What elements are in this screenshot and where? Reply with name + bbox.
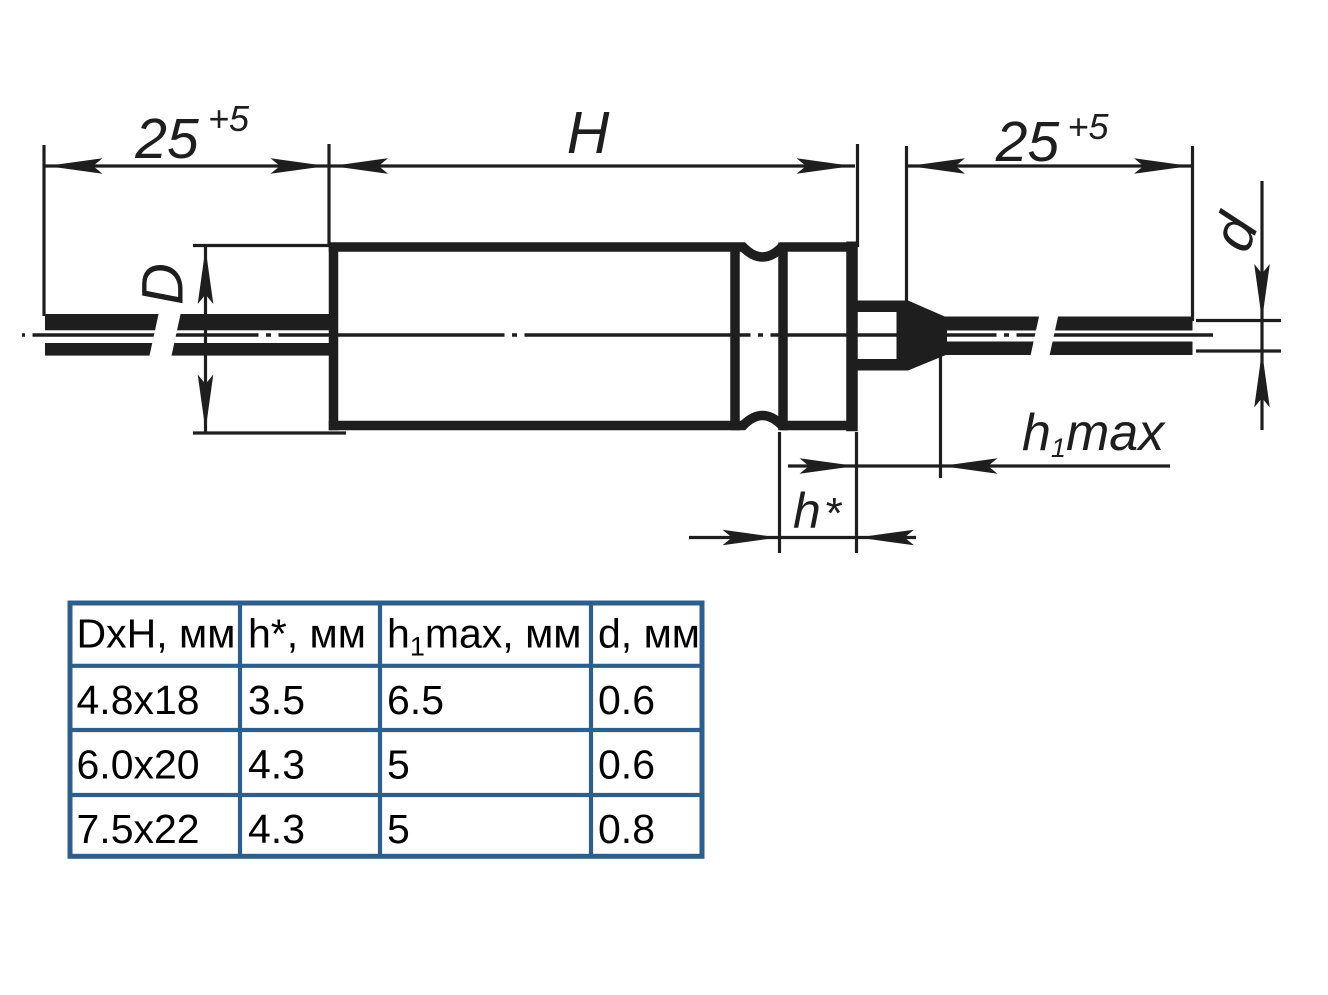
svg-text:d, мм: d, мм (598, 611, 700, 657)
svg-text:6.5: 6.5 (387, 677, 444, 723)
svg-text:3.5: 3.5 (248, 677, 305, 723)
svg-text:0.8: 0.8 (598, 806, 655, 852)
svg-text:6.0x20: 6.0x20 (77, 742, 200, 788)
svg-text:4.3: 4.3 (248, 742, 305, 788)
svg-text:25: 25 (134, 107, 199, 171)
svg-text:7.5x22: 7.5x22 (77, 806, 200, 852)
svg-text:h1max: h1max (1022, 404, 1166, 463)
svg-text:4.3: 4.3 (248, 806, 305, 852)
svg-text:4.8x18: 4.8x18 (77, 677, 200, 723)
svg-text:0.6: 0.6 (598, 677, 655, 723)
svg-text:25: 25 (995, 110, 1060, 174)
svg-text:h*: h* (793, 483, 843, 539)
svg-text:h*, мм: h*, мм (248, 611, 366, 657)
svg-text:5: 5 (387, 806, 410, 852)
svg-text:+5: +5 (208, 98, 250, 139)
svg-text:D: D (131, 263, 196, 305)
svg-text:H: H (567, 100, 610, 166)
svg-text:5: 5 (387, 742, 410, 788)
svg-text:DxH, мм: DxH, мм (77, 611, 236, 657)
svg-text:+5: +5 (1067, 106, 1109, 147)
svg-text:0.6: 0.6 (598, 742, 655, 788)
